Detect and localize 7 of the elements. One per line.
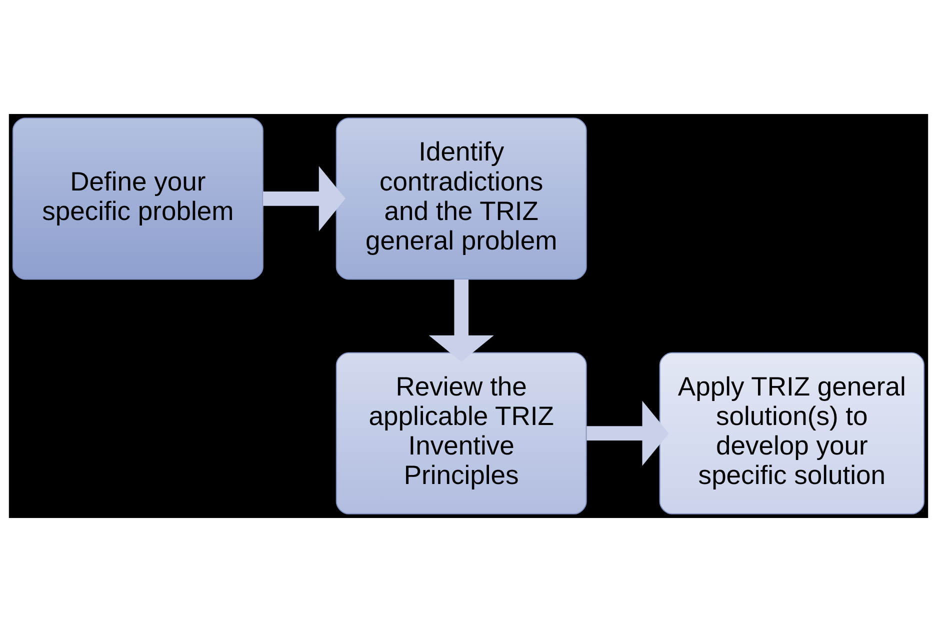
- node-box: Define your specific problem: [12, 117, 264, 280]
- arrow: [428, 278, 494, 362]
- arrow: [263, 166, 346, 231]
- node-box: Review the applicable TRIZ Inventive Principles: [336, 352, 587, 514]
- node-box: Apply TRIZ general solution(s) to develop your specific solution: [659, 352, 925, 514]
- node-box: Identify contradictions and the TRIZ general problem: [336, 117, 587, 280]
- arrow: [586, 400, 669, 466]
